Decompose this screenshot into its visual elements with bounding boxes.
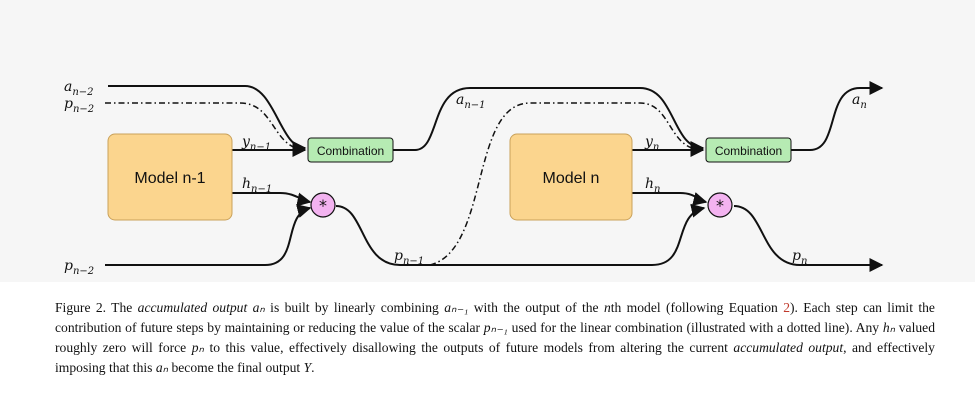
label-a-n: an <box>852 92 867 111</box>
edge-p-n2-to-op-1 <box>105 204 312 266</box>
model-chain-diagram: Model n-1 Model n Combination Combinatio… <box>64 79 884 277</box>
edge-p-n2-dotted <box>105 102 306 151</box>
edge-a-n-output <box>790 81 884 151</box>
label-p-n1: pn−1 <box>394 248 424 267</box>
label-h-n1: hn−1 <box>242 176 272 195</box>
edge-a-n1 <box>393 87 705 155</box>
equation-reference-link[interactable]: 2 <box>783 300 791 315</box>
svg-text:Combination: Combination <box>317 144 384 158</box>
label-a-n1: an−1 <box>456 92 486 111</box>
svg-text:Model n-1: Model n-1 <box>134 170 205 187</box>
label-y-n1: yn−1 <box>241 134 271 153</box>
label-p-n2-bottom: pn−2 <box>64 258 94 277</box>
edge-h-n1-to-op-1 <box>232 192 312 207</box>
model-n-box: Model n <box>509 133 633 221</box>
figure-caption: Figure 2. The accumulated output aₙ is b… <box>55 300 935 375</box>
model-n-minus-1-box: Model n-1 <box>107 133 233 221</box>
label-p-n: pn <box>792 248 807 267</box>
label-p-n2-top: pn−2 <box>64 96 94 115</box>
combination-1-box: Combination <box>307 137 394 163</box>
multiply-op-1: * <box>310 192 336 218</box>
edge-p-n-output <box>733 205 884 272</box>
edge-p-n1-dotted <box>429 102 704 266</box>
svg-text:*: * <box>319 196 327 215</box>
figure-label: Figure 2. <box>55 300 107 315</box>
label-h-n: hn <box>645 176 660 195</box>
svg-text:Model n: Model n <box>543 170 600 187</box>
svg-text:Combination: Combination <box>715 144 782 158</box>
edge-h-n-to-op-2 <box>632 192 708 206</box>
label-y-n: yn <box>644 134 659 153</box>
multiply-op-2: * <box>707 192 733 218</box>
combination-2-box: Combination <box>705 137 792 163</box>
edge-p-n1 <box>335 203 706 266</box>
svg-text:*: * <box>716 196 724 215</box>
label-a-n2: an−2 <box>64 79 94 98</box>
